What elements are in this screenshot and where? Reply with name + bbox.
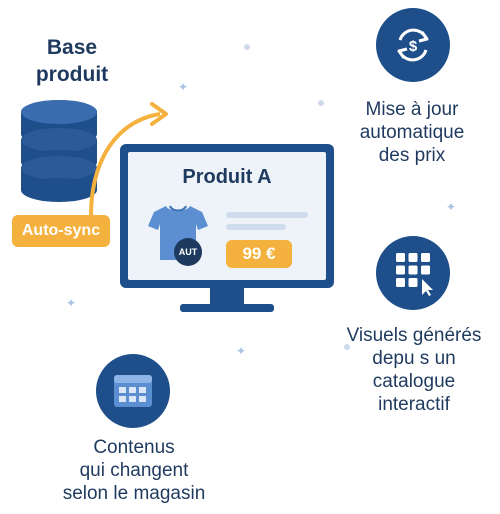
price-text: 99 €: [242, 244, 276, 263]
monitor-base: [180, 304, 274, 312]
auto-sync-label: Auto-sync: [21, 222, 101, 239]
decor-dot: [318, 100, 324, 106]
sync-arrow-icon: [89, 102, 168, 233]
database-icon: [21, 100, 97, 202]
price-sync-icon-circle: $: [376, 8, 450, 82]
auto-sync-badge: Auto-sync: [12, 215, 110, 247]
contents-label: Contenus qui changent selon le magasin: [44, 436, 224, 505]
visuals-line3: catalogue: [372, 371, 456, 392]
monitor-stand: [210, 288, 244, 306]
base-title: Base produit: [22, 34, 122, 88]
product-tag-text: AUT: [178, 247, 198, 257]
product-title: Produit A: [182, 166, 272, 188]
base-title-line1: Base: [46, 36, 98, 59]
base-title-line2: produit: [35, 63, 109, 86]
dollar-sync-icon: $: [397, 28, 429, 62]
monitor: Produit A AUT 99 €: [120, 144, 334, 288]
price-badge: 99 €: [226, 240, 292, 268]
contents-line2: qui changent: [79, 460, 189, 481]
decor-dot: [244, 44, 250, 50]
visuals-line4: interactif: [378, 394, 450, 415]
price-update-line1: Mise à jour: [365, 99, 459, 120]
visuals-line2: depu s un: [372, 348, 456, 369]
contents-line3: selon le magasin: [62, 483, 206, 504]
price-update-label: Mise à jour automatique des prix: [330, 98, 494, 167]
decor-dot: [344, 344, 350, 350]
visuals-label: Visuels générés depu s un catalogue inte…: [334, 324, 494, 416]
text-line-1: [226, 212, 308, 218]
sparkle-icon: ✦: [178, 80, 189, 94]
monitor-screen: Produit A AUT 99 €: [128, 152, 326, 280]
sparkle-icon: ✦: [446, 200, 457, 214]
price-update-line2: automatique: [359, 122, 465, 143]
layout-icon-circle: [96, 354, 170, 428]
price-update-line3: des prix: [378, 145, 446, 166]
layout-window-icon: [114, 375, 152, 407]
grid-catalog-icon: [396, 253, 433, 296]
svg-text:$: $: [409, 38, 418, 55]
visuals-line1: Visuels générés: [346, 325, 482, 346]
contents-line1: Contenus: [93, 437, 175, 458]
sparkle-icon: ✦: [236, 344, 247, 358]
catalog-icon-circle: [376, 236, 450, 310]
text-line-2: [226, 224, 286, 230]
sparkle-icon: ✦: [66, 296, 77, 310]
product-tag: AUT: [174, 238, 202, 266]
